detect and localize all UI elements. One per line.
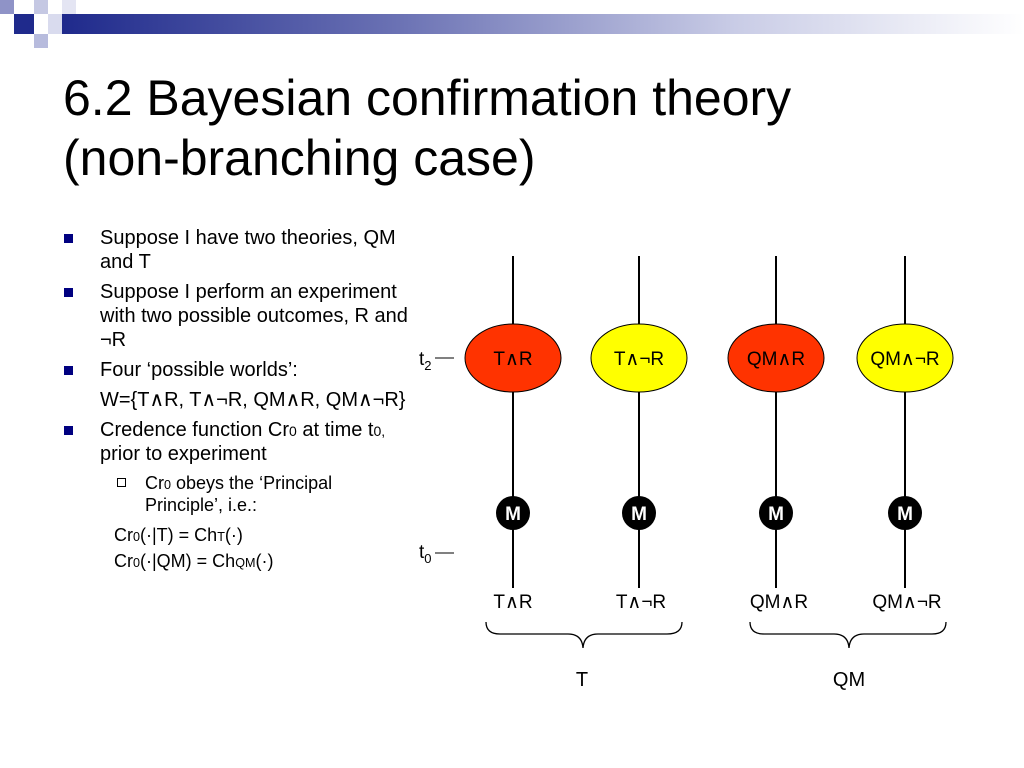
title-line-1: 6.2 Bayesian confirmation theory — [63, 70, 792, 126]
deco-square — [0, 0, 14, 14]
bullet-item: Suppose I have two theories, QM and T — [62, 226, 412, 274]
time-label-t2: t2 — [419, 349, 432, 373]
formula-text: (·|QM) = Ch — [140, 551, 236, 571]
subscript: 0 — [164, 478, 172, 492]
world-label: T∧¬R — [614, 349, 664, 370]
bullet-list: Suppose I have two theories, QM and T Su… — [62, 226, 412, 574]
bullet-continuation: W={T∧R, T∧¬R, QM∧R, QM∧¬R} — [100, 389, 406, 411]
time-label-t0: t0 — [419, 542, 432, 566]
label-background — [478, 588, 550, 614]
subscript: 0 — [288, 423, 297, 439]
subscript: 0, — [373, 423, 386, 439]
world-node-yellow — [856, 323, 954, 393]
formula-text: (·|T) = Ch — [140, 525, 218, 545]
measurement-node — [888, 496, 922, 530]
title-line-2: (non-branching case) — [63, 130, 536, 186]
sub-bullet-item: Cr0 obeys the ‘Principal Principle’, i.e… — [62, 472, 412, 516]
formula-line: Cr0(·|QM) = ChQM(·) — [62, 548, 412, 574]
subscript: T — [217, 530, 225, 544]
bullet-text: Credence function Cr — [100, 419, 289, 441]
formula-text: Cr — [114, 551, 133, 571]
bullet-item: Four ‘possible worlds’: — [62, 358, 412, 382]
world-node-yellow — [590, 323, 688, 393]
formula-text: Cr — [114, 525, 133, 545]
bottom-world-label: QM∧¬R — [872, 592, 941, 613]
bullet-item: Credence function Cr0 at time t0, prior … — [62, 418, 412, 466]
page-title: 6.2 Bayesian confirmation theory (non-br… — [63, 68, 791, 188]
header-gradient-bar — [62, 14, 1024, 34]
measurement-label: M — [768, 504, 784, 525]
header-decoration — [0, 0, 1024, 60]
bullet-text: at time t — [296, 419, 374, 441]
hollow-square-icon — [117, 478, 126, 487]
measurement-node — [759, 496, 793, 530]
formula-text: (·) — [255, 551, 274, 571]
world-label: QM∧R — [747, 349, 805, 370]
deco-square — [34, 34, 48, 48]
bullet-square-icon — [64, 288, 73, 297]
label-background — [862, 588, 952, 614]
measurement-node — [496, 496, 530, 530]
formula-line: Cr0(·|T) = ChT(·) — [62, 522, 412, 548]
world-node-red — [727, 323, 825, 393]
bullet-text: Suppose I perform an experiment with two… — [100, 281, 408, 351]
formula-text: (·) — [224, 525, 243, 545]
measurement-label: M — [505, 504, 521, 525]
world-node-red — [464, 323, 562, 393]
bullet-text: Suppose I have two theories, QM and T — [100, 227, 396, 273]
deco-square — [14, 14, 34, 34]
subscript: 0 — [133, 530, 141, 544]
deco-square — [62, 0, 76, 14]
subscript: 0 — [133, 556, 141, 570]
bullet-text: prior to experiment — [100, 443, 267, 465]
label-background — [598, 588, 682, 614]
bottom-world-label: QM∧R — [750, 592, 808, 613]
measurement-label: M — [631, 504, 647, 525]
group-label-qm: QM — [833, 669, 865, 691]
bullet-square-icon — [64, 234, 73, 243]
world-label: QM∧¬R — [870, 349, 939, 370]
world-label: T∧R — [493, 349, 532, 370]
deco-square — [48, 14, 62, 34]
deco-square — [34, 0, 48, 14]
group-label-t: T — [576, 669, 588, 691]
label-background — [736, 588, 820, 614]
bottom-world-label: T∧R — [493, 592, 532, 613]
brace-qm — [749, 621, 947, 649]
bullet-item: Suppose I perform an experiment with two… — [62, 280, 412, 352]
subscript: QM — [235, 556, 256, 570]
brace-t — [485, 621, 683, 649]
bottom-world-label: T∧¬R — [616, 592, 666, 613]
measurement-node — [622, 496, 656, 530]
bullet-square-icon — [64, 426, 73, 435]
sub-bullet-text: Cr — [145, 473, 164, 493]
bullet-square-icon — [64, 366, 73, 375]
sub-bullet-text: obeys the ‘Principal Principle’, i.e.: — [145, 473, 333, 515]
bullet-text: Four ‘possible worlds’: — [100, 359, 298, 381]
measurement-label: M — [897, 504, 913, 525]
